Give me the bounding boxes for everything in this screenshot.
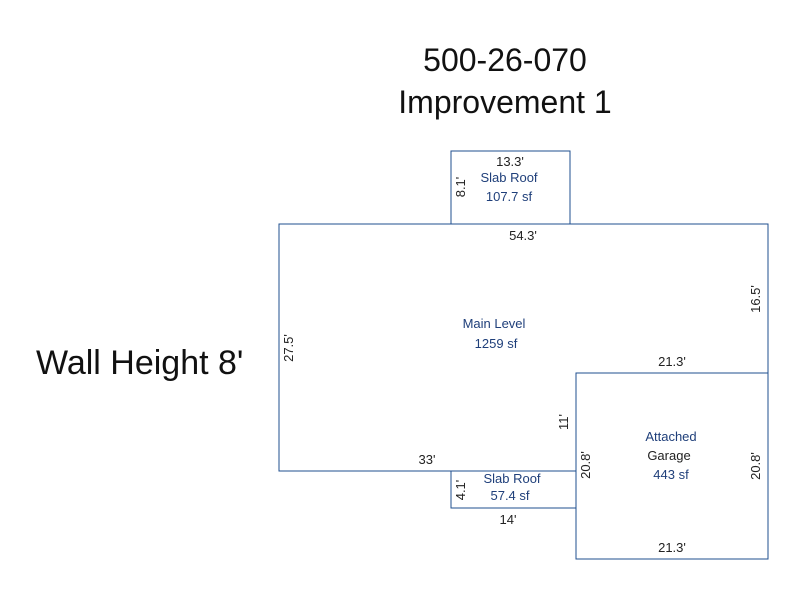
slab-roof-bottom-depth: 4.1'	[453, 480, 468, 501]
main-level-name: Main Level	[463, 316, 526, 331]
main-level-bottom-dim: 33'	[419, 452, 436, 467]
parcel-id-title: 500-26-070	[423, 42, 587, 78]
wall-height-label: Wall Height 8'	[36, 344, 244, 382]
garage-left-dim: 20.8'	[578, 451, 593, 479]
garage-outline	[575, 372, 769, 560]
slab-roof-bottom-outline	[450, 470, 577, 509]
main-level-left-dim: 27.5'	[281, 334, 296, 362]
main-level-step-dim: 11'	[556, 414, 571, 430]
garage-area: 443 sf	[653, 467, 689, 482]
main-level-area: 1259 sf	[475, 336, 518, 351]
garage-name-line2: Garage	[647, 448, 690, 463]
improvement-title: Improvement 1	[398, 84, 612, 120]
garage-name-line1: Attached	[645, 429, 696, 444]
main-level-top-dim: 54.3'	[509, 228, 537, 243]
garage-top-dim: 21.3'	[658, 354, 686, 369]
slab-roof-top-width: 13.3'	[496, 154, 524, 169]
main-level-right-dim: 16.5'	[748, 285, 763, 313]
slab-roof-bottom-name: Slab Roof	[483, 471, 540, 486]
garage-bottom-dim: 21.3'	[658, 540, 686, 555]
slab-roof-bottom-width: 14'	[500, 512, 517, 527]
slab-roof-bottom-area: 57.4 sf	[490, 488, 529, 503]
slab-roof-top-area: 107.7 sf	[486, 189, 533, 204]
slab-roof-top-depth: 8.1'	[453, 177, 468, 198]
slab-roof-top-name: Slab Roof	[480, 170, 537, 185]
garage-right-dim: 20.8'	[748, 452, 763, 480]
